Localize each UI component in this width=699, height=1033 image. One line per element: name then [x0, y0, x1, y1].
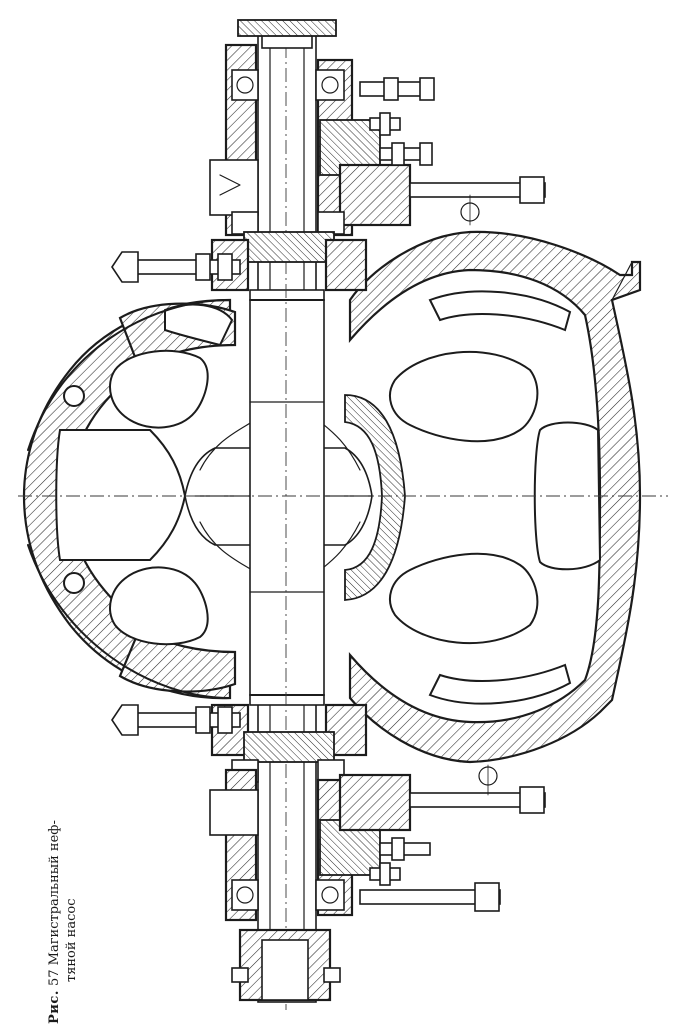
fitting-top-1 [359, 77, 435, 101]
fitting-bottom-1 [409, 764, 546, 814]
figure-prefix: Рис. [47, 990, 62, 1024]
caption-line-2: тяной насос [64, 898, 79, 982]
pipe-fittings-right [359, 77, 546, 912]
fitting-bottom-2 [379, 837, 431, 861]
flange-bolt-hole [63, 385, 85, 407]
fitting-top-3 [379, 142, 433, 166]
upper-volute-passages [109, 303, 234, 646]
fitting-left-bottom [111, 704, 241, 736]
fitting-top-4 [409, 176, 546, 226]
bottom-bearing-housing [209, 703, 412, 1002]
pipe-fittings-left [111, 251, 241, 736]
fitting-top-2 [369, 112, 401, 136]
fitting-left-top [111, 251, 241, 283]
shaft [249, 29, 325, 1003]
figure-number: 57 [47, 969, 62, 986]
fitting-bottom-4 [359, 882, 501, 912]
fitting-bottom-3 [369, 862, 401, 886]
top-bearing-housing [209, 19, 412, 292]
flange-bolt-hole [63, 572, 85, 594]
figure-caption: Рис. 57 Магистральный неф- тяной насос [46, 724, 80, 1024]
lower-casing [344, 230, 642, 764]
caption-line-1: Магистральный неф- [47, 820, 62, 966]
